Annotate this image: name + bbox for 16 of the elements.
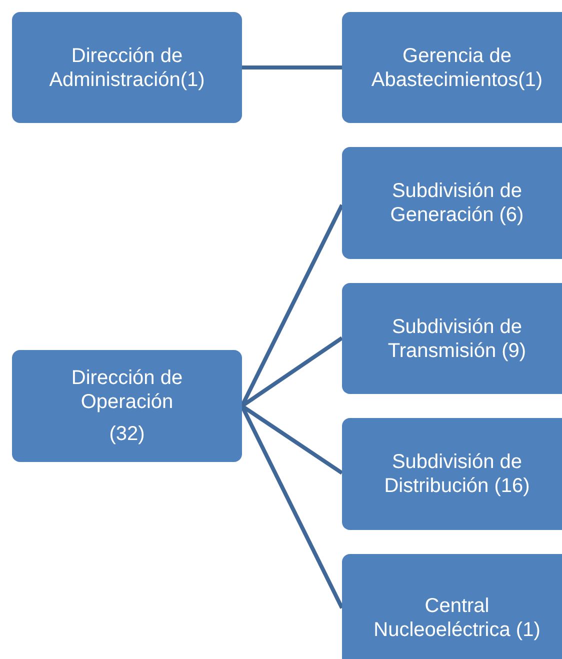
org-box xyxy=(342,554,562,659)
org-box xyxy=(12,350,242,462)
box-label: Dirección de Operación xyxy=(70,366,184,414)
org-box xyxy=(342,283,562,394)
connector-line xyxy=(242,66,342,70)
org-box xyxy=(342,147,562,259)
box-label: Dirección de Administración(1) xyxy=(48,44,206,92)
box-label: (32) xyxy=(109,422,145,446)
box-label: Subdivisión de Generación (6) xyxy=(389,179,525,227)
org-box xyxy=(342,12,562,123)
box-label: Subdivisión de Distribución (16) xyxy=(383,450,531,498)
org-box xyxy=(12,12,242,123)
box-label: Subdivisión de Transmisión (9) xyxy=(386,314,528,362)
org-box xyxy=(342,418,562,530)
box-label: Central Nucleoeléctrica (1) xyxy=(372,594,542,642)
box-label: Gerencia de Abastecimientos(1) xyxy=(370,44,544,92)
